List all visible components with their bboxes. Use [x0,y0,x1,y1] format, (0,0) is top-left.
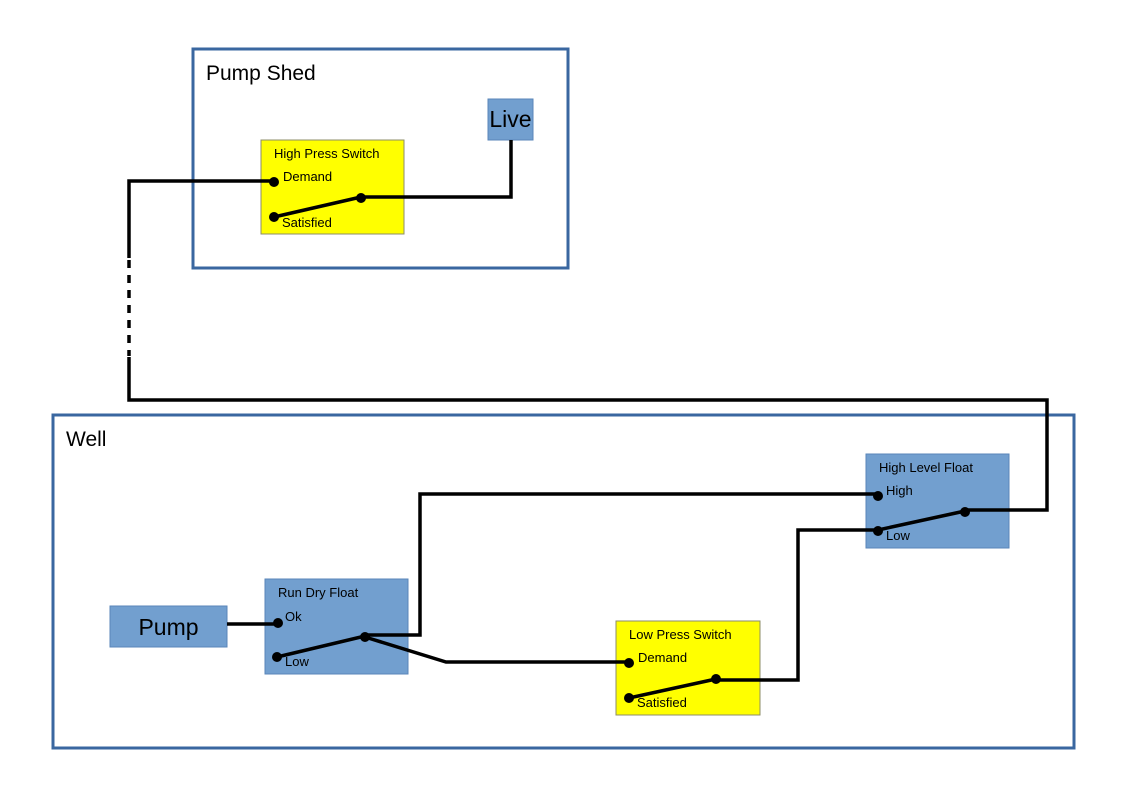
well-zone: Well [51,413,1076,750]
high-level-float: High Level Float High Low [865,453,1010,549]
low-press-satisfied-node [624,693,634,703]
terminal-nodes [269,177,970,703]
high-press-satisfied-node [269,212,279,222]
live-label: Live [489,106,531,132]
pump-box [109,605,228,648]
low-press-satisfied-label: Satisfied [637,695,687,710]
low-press-demand-label: Demand [638,650,687,665]
low-press-switch-title: Low Press Switch [629,627,732,642]
run-dry-low-label: Low [285,654,309,669]
wire-high-level-high-to-run-dry-common [365,492,878,637]
wire-low-press-demand-to-run-dry-common [364,635,629,664]
pump-label: Pump [138,614,198,640]
pump-shed-label: Pump Shed [206,62,316,85]
high-press-satisfied-label: Satisfied [282,215,332,230]
run-dry-float: Run Dry Float Ok Low [264,578,409,675]
high-press-switch: High Press Switch Demand Satisfied [260,139,405,235]
high-press-switch-box [260,139,405,235]
high-level-common-node [960,507,970,517]
high-level-switch-arm [877,509,966,532]
high-press-demand-node [269,177,279,187]
high-press-demand-label: Demand [283,169,332,184]
wire-to-high-level-common [127,357,1049,512]
low-press-common-node [711,674,721,684]
high-press-switch-title: High Press Switch [274,146,379,161]
high-press-switch-arm [273,195,362,219]
low-press-switch-arm [628,677,717,700]
low-press-switch-box [615,620,761,716]
high-level-high-node [873,491,883,501]
high-level-float-title: High Level Float [879,460,973,475]
high-level-low-node [873,526,883,536]
pump-component: Pump [109,605,228,648]
well-frame [51,413,1076,750]
wire-high-level-low-to-low-press-common [716,528,878,682]
high-level-high-label: High [886,483,913,498]
live-component: Live [487,98,534,141]
pump-shed-zone: Pump Shed [191,47,570,270]
run-dry-ok-label: Ok [285,609,302,624]
low-press-demand-node [624,658,634,668]
pump-shed-frame [191,47,570,270]
low-press-switch: Low Press Switch Demand Satisfied [615,620,761,716]
high-level-low-label: Low [886,528,910,543]
run-dry-float-title: Run Dry Float [278,585,359,600]
wire-high-press-demand-down [127,179,274,258]
high-level-float-box [865,453,1010,549]
run-dry-float-box [264,578,409,675]
high-press-common-node [356,193,366,203]
well-label: Well [66,428,106,451]
wire-live-to-high-press-common [361,140,513,199]
run-dry-low-node [272,652,282,662]
run-dry-ok-node [273,618,283,628]
run-dry-common-node [360,632,370,642]
run-dry-switch-arm [276,634,366,659]
wires [127,140,1049,700]
